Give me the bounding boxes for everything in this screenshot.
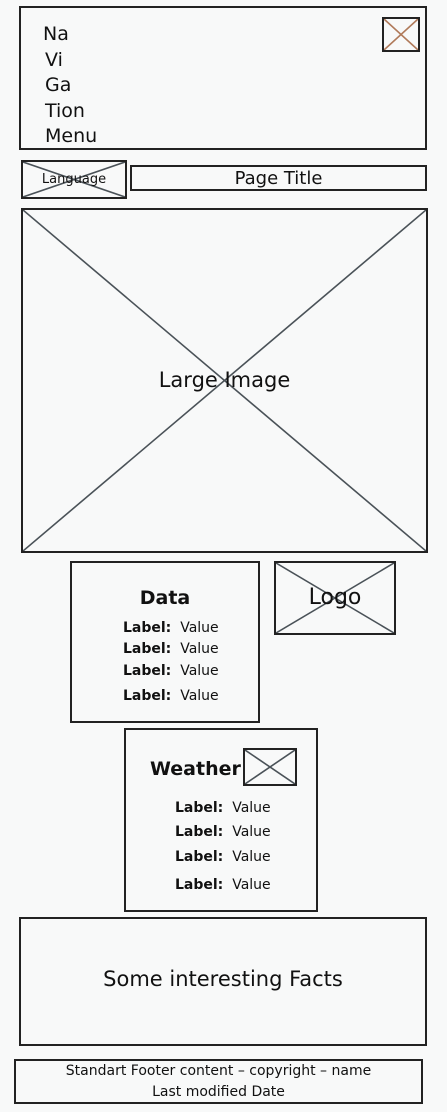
weather-row: Label: Value [175, 800, 271, 816]
data-row-value: Value [180, 663, 219, 679]
weather-row: Label: Value [175, 849, 271, 865]
language-selector[interactable]: Language [21, 160, 127, 199]
navigation-menu[interactable]: Na Vi Ga Tion Menu [43, 22, 98, 150]
navigation-panel: Na Vi Ga Tion Menu [19, 6, 427, 150]
weather-row-label: Label: [175, 877, 224, 893]
data-row-label: Label: [123, 688, 172, 704]
nav-line[interactable]: Na [43, 23, 69, 45]
footer-last-modified: Last modified Date [152, 1084, 285, 1100]
footer: Standart Footer content – copyright – na… [14, 1059, 423, 1104]
data-heading: Data [139, 587, 191, 609]
nav-line[interactable]: Tion [45, 99, 85, 122]
logo-placeholder: Logo [274, 561, 396, 635]
image-placeholder-icon[interactable] [382, 17, 420, 52]
weather-heading: Weather [150, 758, 241, 780]
data-row: Label: Value [123, 663, 219, 679]
data-card: Data Label: Value Label: Value Label: Va… [70, 561, 260, 723]
weather-row-value: Value [232, 877, 271, 893]
weather-row-value: Value [232, 824, 271, 840]
facts-panel: Some interesting Facts [19, 917, 427, 1046]
data-row-label: Label: [123, 663, 172, 679]
weather-row-label: Label: [175, 849, 224, 865]
weather-icon [243, 748, 297, 786]
page-title: Page Title [234, 168, 323, 189]
nav-line[interactable]: Vi [45, 48, 63, 71]
page-title-box: Page Title [130, 165, 427, 191]
weather-row-label: Label: [175, 800, 224, 816]
large-image-label: Large Image [158, 368, 291, 392]
weather-row: Label: Value [175, 824, 271, 840]
data-row-label: Label: [123, 641, 172, 657]
facts-label: Some interesting Facts [103, 967, 343, 991]
logo-label: Logo [308, 585, 362, 610]
nav-line[interactable]: Menu [45, 125, 98, 147]
language-label: Language [41, 172, 107, 187]
data-row-label: Label: [123, 620, 172, 636]
weather-row-value: Value [232, 849, 271, 865]
data-row: Label: Value [123, 688, 219, 704]
weather-row: Label: Value [175, 877, 271, 893]
weather-card: Weather Label: Value Label: Value Label:… [124, 728, 318, 912]
data-row-value: Value [180, 688, 219, 704]
data-row: Label: Value [123, 620, 219, 636]
data-row-value: Value [180, 641, 219, 657]
footer-copyright: Standart Footer content – copyright – na… [65, 1063, 372, 1079]
nav-line[interactable]: Ga [45, 74, 72, 96]
data-row-value: Value [180, 620, 219, 636]
weather-row-label: Label: [175, 824, 224, 840]
large-image-placeholder: Large Image [21, 208, 428, 553]
weather-row-value: Value [232, 800, 271, 816]
data-row: Label: Value [123, 641, 219, 657]
